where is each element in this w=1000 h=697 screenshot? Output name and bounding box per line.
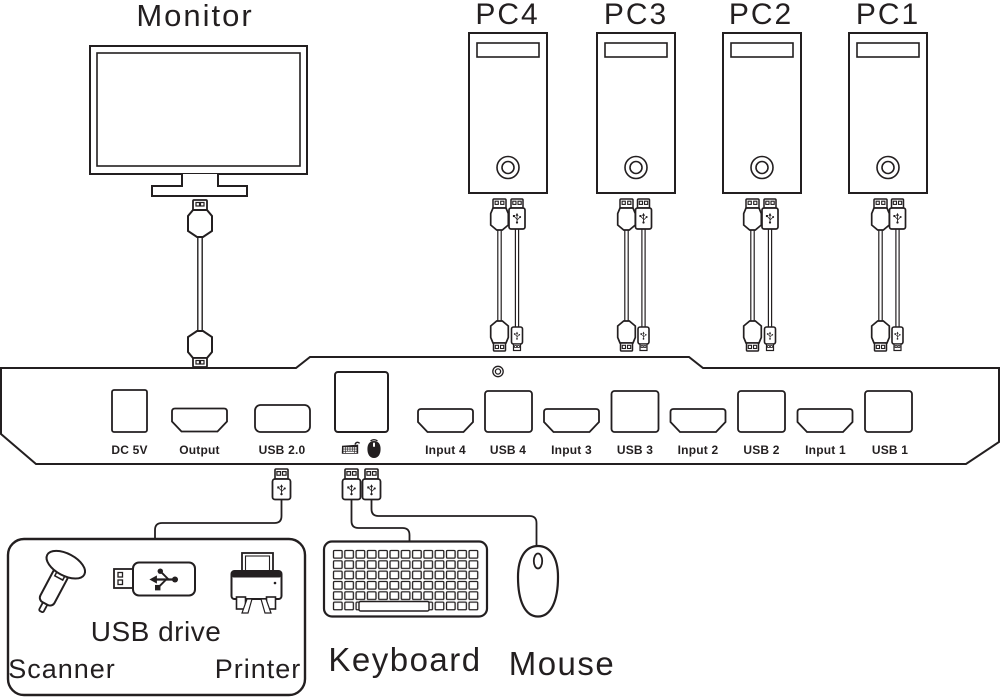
usb-drive-label: USB drive bbox=[91, 616, 222, 647]
monitor-label: Monitor bbox=[136, 0, 253, 33]
mouse-scroll-wheel bbox=[532, 552, 544, 570]
printer-label: Printer bbox=[215, 654, 302, 684]
usb2-port-label: USB 2 bbox=[743, 443, 779, 457]
pc1-hdmi-cable bbox=[870, 198, 891, 352]
usb1-port-label: USB 1 bbox=[872, 443, 908, 457]
input3-port-label: Input 3 bbox=[551, 443, 592, 457]
scanner-label: Scanner bbox=[8, 654, 116, 684]
led-indicator bbox=[492, 365, 504, 378]
hdmi-input1-port bbox=[796, 408, 854, 433]
hdmi-input2-port bbox=[669, 408, 727, 433]
hdmi-plug-contact bbox=[195, 359, 201, 365]
pc3-tower bbox=[596, 32, 676, 194]
peripheral-usb-plug bbox=[273, 469, 291, 500]
console-cables bbox=[154, 469, 538, 546]
keyboard: Keyboard bbox=[322, 540, 489, 678]
pc3-usb-cable bbox=[636, 199, 652, 351]
led-indicator-inner bbox=[494, 368, 502, 375]
hdmi-plug-contact bbox=[199, 201, 205, 207]
monitor: Monitor bbox=[89, 0, 308, 197]
pc1-tower bbox=[848, 32, 928, 194]
kvm-switch: DC 5V Output USB 2.0 Input 4 USB 4 Input… bbox=[0, 356, 1000, 465]
barcode-scanner-icon bbox=[38, 549, 87, 614]
keyboard-label: Keyboard bbox=[328, 641, 481, 678]
monitor-stand bbox=[151, 174, 248, 197]
usb4-port-label: USB 4 bbox=[490, 443, 526, 457]
pc3-label: PC3 bbox=[604, 0, 668, 31]
dc-port-label: DC 5V bbox=[111, 443, 147, 457]
pc4-hdmi-cable bbox=[489, 198, 510, 352]
pc2-label: PC2 bbox=[729, 0, 793, 31]
usb2-port bbox=[737, 390, 786, 433]
pc2-usb-cable bbox=[762, 199, 778, 351]
usb20-port bbox=[254, 404, 311, 433]
peripheral-box: USB drive Scanner Printer bbox=[6, 537, 307, 697]
input2-port-label: Input 2 bbox=[678, 443, 719, 457]
pc3-hdmi-cable bbox=[616, 198, 637, 352]
hdmi-plug-body bbox=[187, 209, 213, 238]
usb20-port-label: USB 2.0 bbox=[259, 443, 306, 457]
hdmi-plug-body bbox=[187, 330, 213, 359]
usb3-port bbox=[610, 390, 660, 433]
peripheral-cable bbox=[154, 499, 283, 539]
usb1-port bbox=[864, 390, 913, 433]
mouse-cable bbox=[370, 499, 538, 546]
mouse: Mouse bbox=[509, 544, 616, 682]
input1-port-label: Input 1 bbox=[805, 443, 846, 457]
mouse-body bbox=[516, 544, 560, 618]
keyboard-spacebar bbox=[358, 600, 430, 612]
mouse-usb-plug bbox=[363, 469, 381, 500]
pc2-hdmi-cable bbox=[742, 198, 763, 352]
console-usb-port bbox=[334, 371, 389, 433]
input4-port-label: Input 4 bbox=[425, 443, 466, 457]
pc4-label: PC4 bbox=[475, 0, 539, 31]
hdmi-plug-contact bbox=[195, 201, 201, 207]
printer-icon bbox=[230, 552, 283, 614]
hdmi-input3-port bbox=[543, 408, 600, 433]
pc2-tower bbox=[722, 32, 802, 194]
usb4-port bbox=[484, 390, 533, 433]
pc1-usb-cable bbox=[890, 199, 906, 351]
monitor-hdmi-cable bbox=[187, 199, 213, 368]
dc-power-port bbox=[111, 389, 148, 433]
monitor-screen bbox=[96, 52, 301, 167]
output-port-label: Output bbox=[179, 443, 220, 457]
usb-flash-drive-icon bbox=[113, 561, 196, 597]
mouse-label: Mouse bbox=[509, 645, 616, 682]
pc4-tower bbox=[468, 32, 548, 194]
hdmi-plug-contact bbox=[199, 359, 205, 365]
hdmi-input4-port bbox=[417, 408, 474, 433]
hdmi-output-port bbox=[171, 407, 228, 433]
pc4-usb-cable bbox=[509, 199, 525, 351]
pc-group: PC4 PC3 PC2 PC1 bbox=[468, 0, 928, 352]
keyboard-cable bbox=[350, 499, 411, 542]
usb3-port-label: USB 3 bbox=[617, 443, 653, 457]
keyboard-usb-plug bbox=[343, 469, 361, 500]
pc1-label: PC1 bbox=[856, 0, 920, 31]
